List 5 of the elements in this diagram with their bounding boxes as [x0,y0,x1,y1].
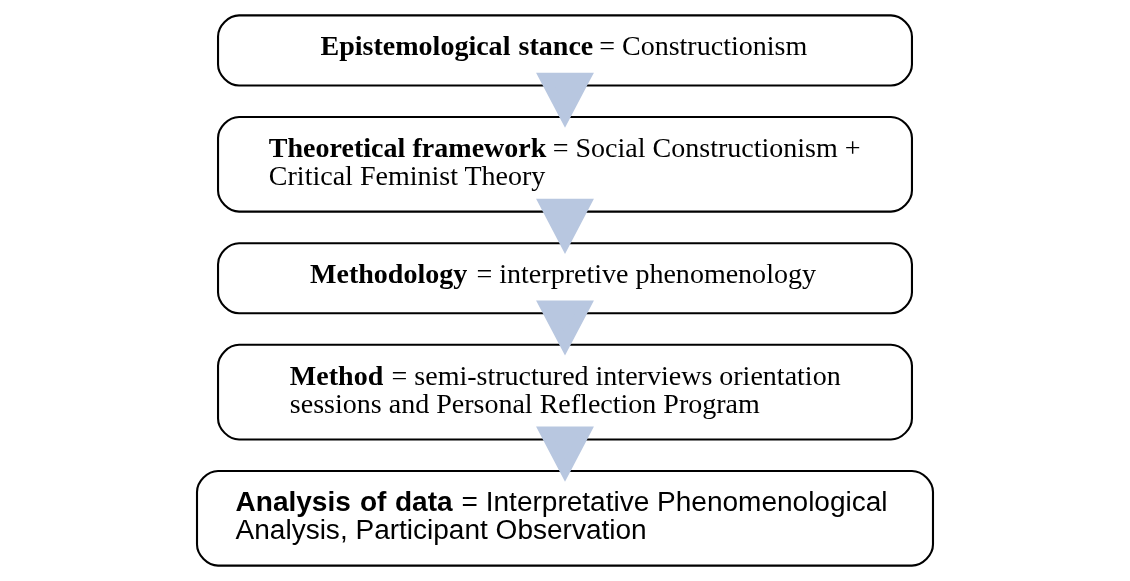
arrow [536,198,594,254]
arrow [536,426,594,482]
node-box: Analysis of data = Interpretative Phenomenological Analysis, Participant Observation [195,469,935,567]
arrow [536,300,594,356]
arrow [536,72,594,128]
